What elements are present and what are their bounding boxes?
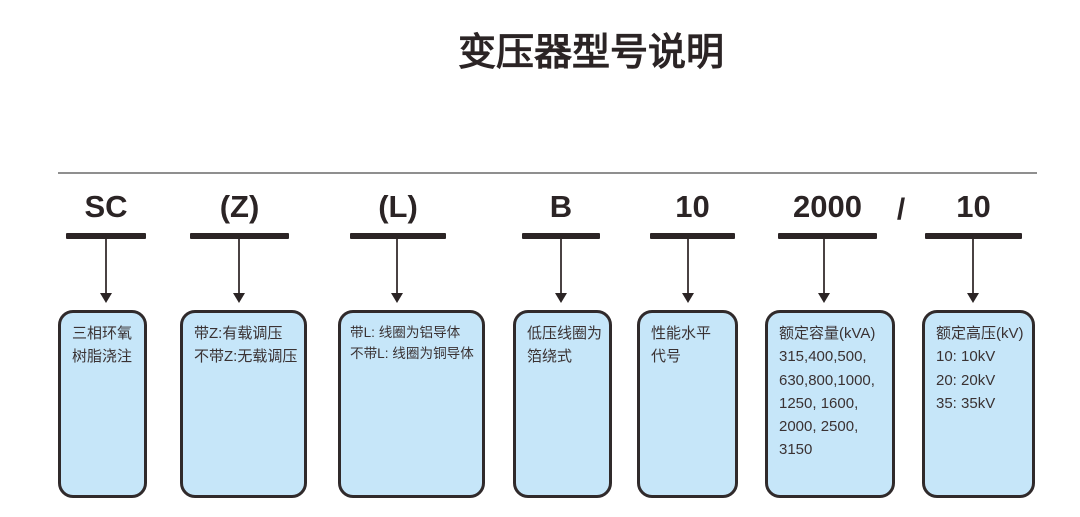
code-label-z: (Z) xyxy=(219,189,260,224)
arrow-head xyxy=(100,293,112,303)
description-box-voltage: 额定高压(kV) 10: 10kV 20: 20kV 35: 35kV xyxy=(922,310,1035,498)
underline-bar xyxy=(350,233,446,239)
description-text: 带L: 线圈为铝导体 不带L: 线圈为铜导体 xyxy=(350,325,474,362)
description-text: 额定容量(kVA) 315,400,500, 630,800,1000, 125… xyxy=(779,325,876,459)
arrow-head xyxy=(391,293,403,303)
down-arrow-icon xyxy=(99,239,113,303)
arrow-stem xyxy=(238,239,240,294)
down-arrow-icon xyxy=(966,239,980,303)
down-arrow-icon xyxy=(390,239,404,303)
description-box-sc: 三相环氧 树脂浇注 xyxy=(58,310,147,498)
arrow-stem xyxy=(560,239,562,294)
description-box-l: 带L: 线圈为铝导体 不带L: 线圈为铜导体 xyxy=(338,310,485,498)
down-arrow-icon xyxy=(681,239,695,303)
description-text: 三相环氧 树脂浇注 xyxy=(72,325,133,366)
code-label-b: B xyxy=(549,189,573,224)
arrow-head xyxy=(682,293,694,303)
description-box-performance: 性能水平 代号 xyxy=(637,310,738,498)
description-text: 带Z:有载调压 不带Z:无载调压 xyxy=(194,325,298,366)
arrow-head xyxy=(967,293,979,303)
code-label-l: (L) xyxy=(378,189,418,224)
underline-bar xyxy=(522,233,600,239)
description-text: 额定高压(kV) 10: 10kV 20: 20kV 35: 35kV xyxy=(936,325,1024,412)
description-box-z: 带Z:有载调压 不带Z:无载调压 xyxy=(180,310,307,498)
header-divider-line xyxy=(58,172,1037,174)
description-box-b: 低压线圈为 箔绕式 xyxy=(513,310,612,498)
arrow-stem xyxy=(823,239,825,294)
code-label-capacity: 2000 xyxy=(793,189,862,224)
description-text: 低压线圈为 箔绕式 xyxy=(527,325,603,366)
slash-separator: / xyxy=(896,193,906,226)
underline-bar xyxy=(190,233,289,239)
arrow-stem xyxy=(105,239,107,294)
down-arrow-icon xyxy=(232,239,246,303)
down-arrow-icon xyxy=(817,239,831,303)
arrow-stem xyxy=(972,239,974,294)
arrow-head xyxy=(233,293,245,303)
arrow-stem xyxy=(396,239,398,294)
description-box-capacity: 额定容量(kVA) 315,400,500, 630,800,1000, 125… xyxy=(765,310,895,498)
down-arrow-icon xyxy=(554,239,568,303)
code-label-performance: 10 xyxy=(675,189,710,224)
code-label-voltage: 10 xyxy=(956,189,991,224)
description-text: 性能水平 代号 xyxy=(651,325,712,366)
underline-bar xyxy=(650,233,735,239)
arrow-stem xyxy=(687,239,689,294)
underline-bar xyxy=(925,233,1022,239)
underline-bar xyxy=(66,233,146,239)
page-title: 变压器型号说明 xyxy=(458,32,725,74)
arrow-head xyxy=(555,293,567,303)
underline-bar xyxy=(778,233,877,239)
code-label-sc: SC xyxy=(84,189,128,224)
arrow-head xyxy=(818,293,830,303)
